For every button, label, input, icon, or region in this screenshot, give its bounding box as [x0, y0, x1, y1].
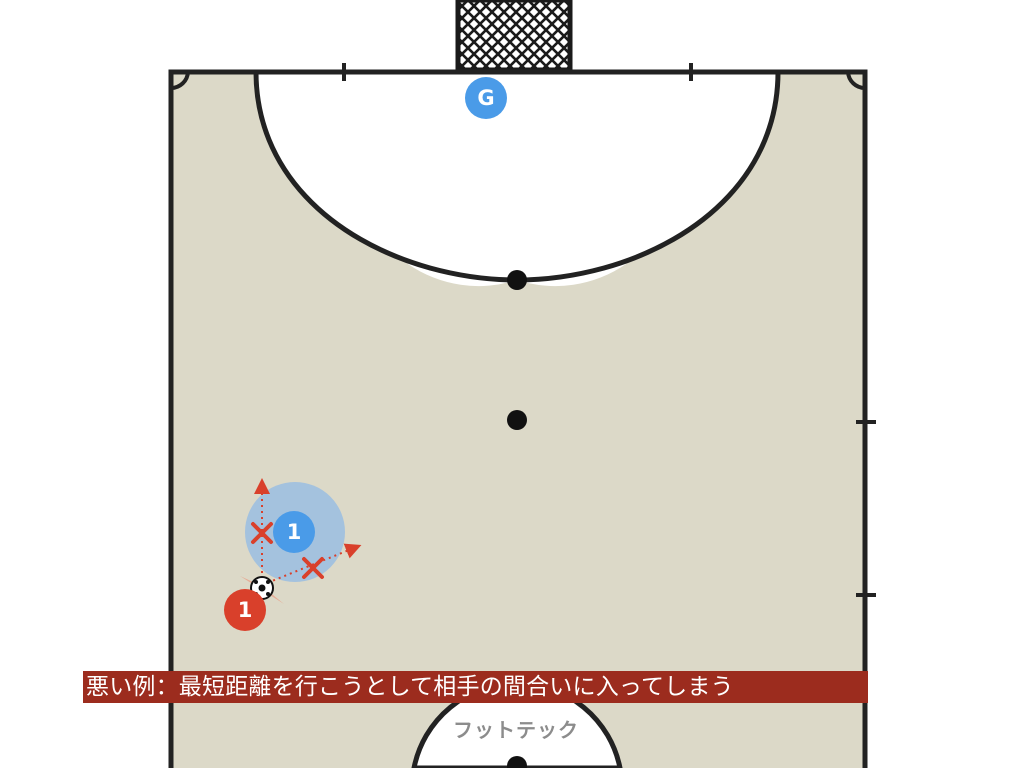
second-penalty-spot [507, 410, 527, 430]
blue-player-token: 1 [273, 511, 315, 553]
caption-text: 悪い例：最短距離を行こうとして相手の間合いに入ってしまう [86, 674, 734, 700]
blue-player-label: 1 [287, 520, 302, 544]
goalkeeper-token: G [465, 77, 507, 119]
goalkeeper-label: G [477, 86, 494, 110]
goal-net-icon [455, 0, 573, 73]
center-spot [507, 756, 527, 768]
penalty-spot [507, 270, 527, 290]
corner-arc-right [846, 71, 866, 91]
x-mark-icon [251, 522, 324, 579]
caption-banner: 悪い例：最短距離を行こうとして相手の間合いに入ってしまう [83, 671, 868, 703]
red-player-label: 1 [238, 598, 253, 622]
corner-arc-left [170, 71, 190, 91]
watermark-text: フットテック [453, 718, 579, 742]
red-player-token: 1 [224, 589, 266, 631]
